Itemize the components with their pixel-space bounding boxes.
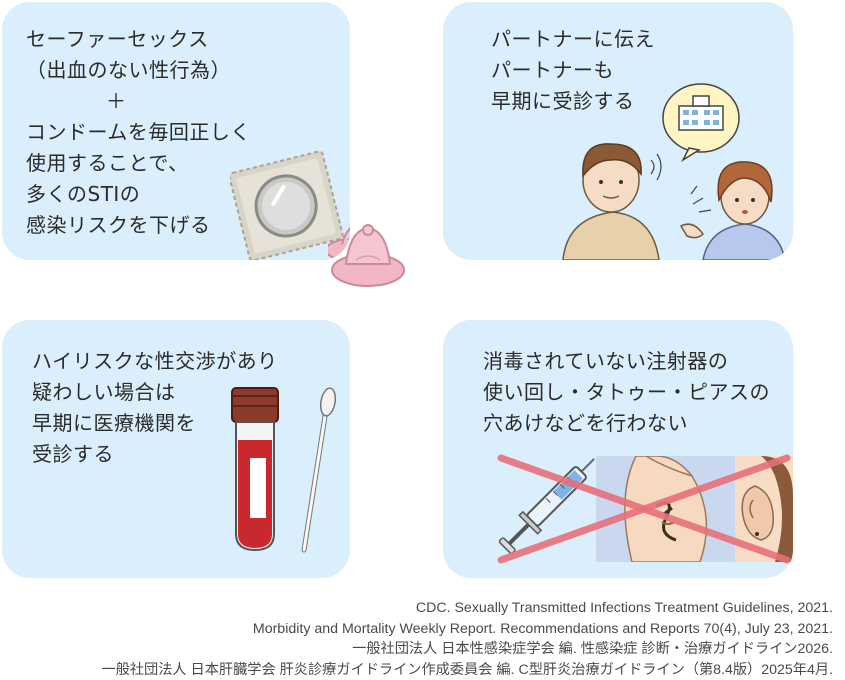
card-line: 疑わしい場合は xyxy=(32,377,278,408)
card-line: パートナーに伝え xyxy=(491,24,655,55)
card-line: 使い回し・タトゥー・ピアスの xyxy=(483,377,770,408)
references: CDC. Sexually Transmitted Infections Tre… xyxy=(101,598,833,680)
couple-talking-icon xyxy=(553,130,793,260)
no-sharing-text: 消毒されていない注射器の 使い回し・タトゥー・ピアスの 穴あけなどを行わない xyxy=(483,346,770,439)
card-line: 感染リスクを下げる xyxy=(26,210,251,241)
card-line: 多くのSTIの xyxy=(26,179,251,210)
safer-sex-text: セーファーセックス （出血のない性行為） ＋ コンドームを毎回正しく 使用するこ… xyxy=(26,24,251,241)
card-line: コンドームを毎回正しく xyxy=(26,117,251,148)
card-line: パートナーも xyxy=(491,55,655,86)
card-line: 早期に受診する xyxy=(491,86,655,117)
card-line: 早期に医療機関を xyxy=(32,408,278,439)
card-line: 消毒されていない注射器の xyxy=(483,346,770,377)
high-risk-card: ハイリスクな性交渉があり 疑わしい場合は 早期に医療機関を 受診する xyxy=(2,320,350,578)
reference-line: 一般社団法人 日本性感染症学会 編. 性感染症 診断・治療ガイドライン2026. xyxy=(101,639,833,660)
prohibition-cross-icon xyxy=(495,454,793,564)
card-line: 使用することで、 xyxy=(26,148,251,179)
no-sharing-card: 消毒されていない注射器の 使い回し・タトゥー・ピアスの 穴あけなどを行わない xyxy=(443,320,793,578)
card-line: ハイリスクな性交渉があり xyxy=(32,346,278,377)
card-line: セーファーセックス xyxy=(26,24,251,55)
card-line: 穴あけなどを行わない xyxy=(483,408,770,439)
safer-sex-card: セーファーセックス （出血のない性行為） ＋ コンドームを毎回正しく 使用するこ… xyxy=(2,2,350,260)
reference-line: CDC. Sexually Transmitted Infections Tre… xyxy=(101,598,833,619)
swab-icon xyxy=(296,386,336,554)
high-risk-text: ハイリスクな性交渉があり 疑わしい場合は 早期に医療機関を 受診する xyxy=(32,346,278,470)
plus-sign: ＋ xyxy=(26,86,251,117)
tell-partner-card: パートナーに伝え パートナーも 早期に受診する xyxy=(443,2,793,260)
card-line: （出血のない性行為） xyxy=(26,55,251,86)
card-line: 受診する xyxy=(32,439,278,470)
reference-line: 一般社団法人 日本肝臓学会 肝炎診療ガイドライン作成委員会 編. C型肝炎治療ガ… xyxy=(101,660,833,680)
reference-line: Morbidity and Mortality Weekly Report. R… xyxy=(101,619,833,640)
condom-icon xyxy=(328,222,410,292)
tell-partner-text: パートナーに伝え パートナーも 早期に受診する xyxy=(491,24,655,117)
